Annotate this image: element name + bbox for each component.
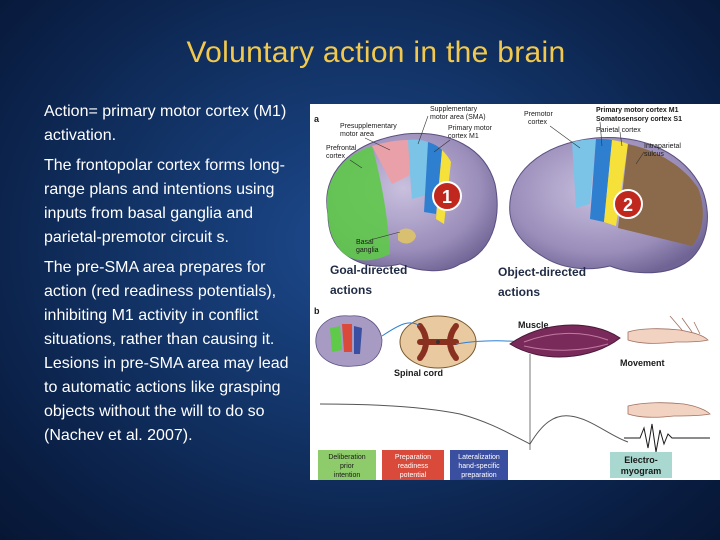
label-parietal: Parietal cortex xyxy=(596,127,641,134)
label-premotor: Premotor xyxy=(524,111,553,118)
spinal-cord xyxy=(399,315,477,369)
badge-2: 2 xyxy=(623,195,633,215)
label-goal-directed: Goal-directed xyxy=(330,263,407,277)
label-preparation: Preparation xyxy=(395,454,431,461)
label-movement: Movement xyxy=(620,358,665,368)
slide-body: Action= primary motor cortex (M1) activa… xyxy=(44,100,294,454)
label-preparation-2: readiness xyxy=(398,463,429,470)
label-deliberation-3: intention xyxy=(334,472,361,479)
label-m1: Primary motor xyxy=(448,125,493,132)
label-primary-motor-m1: Primary motor cortex M1 xyxy=(596,107,679,114)
label-lateralization-2: hand-specific xyxy=(458,463,500,470)
label-emg: Electro- xyxy=(624,455,658,465)
paragraph-action: Action= primary motor cortex (M1) activa… xyxy=(44,103,287,144)
muscle xyxy=(509,324,621,358)
label-preparation-3: potential xyxy=(400,472,427,479)
phase-boxes xyxy=(318,450,508,480)
label-intraparietal-2: sulcus xyxy=(644,151,664,158)
label-object-directed-2: actions xyxy=(498,285,540,299)
label-deliberation-2: prior xyxy=(340,463,355,470)
panel-a-label: a xyxy=(314,114,320,124)
emg-trace xyxy=(624,423,710,453)
label-lateralization-3: preparation xyxy=(461,472,497,479)
label-object-directed: Object-directed xyxy=(498,265,586,279)
brain-1: 1 xyxy=(326,132,498,272)
brain-2: 2 xyxy=(509,136,708,274)
label-basal: Basal xyxy=(356,239,374,246)
paragraph-frontopolar: The frontopolar cortex forms long-range … xyxy=(44,157,285,246)
hands xyxy=(627,315,711,418)
panel-b-label: b xyxy=(314,306,320,316)
readiness-curve xyxy=(319,403,629,445)
slide-title: Voluntary action in the brain xyxy=(186,36,566,69)
paragraph-presma: The pre-SMA area prepares for action (re… xyxy=(44,259,289,444)
label-emg-2: myogram xyxy=(621,466,662,476)
small-brain xyxy=(315,315,383,367)
label-basal-2: ganglia xyxy=(356,247,379,254)
label-sma-2: motor area (SMA) xyxy=(430,114,486,121)
emg-box xyxy=(610,452,672,478)
label-presma: Presupplementary xyxy=(340,123,397,130)
label-prefrontal-2: cortex xyxy=(326,153,346,160)
brain-figure: a b 1 2 Supplementary motor are xyxy=(310,104,720,480)
label-prefrontal: Prefrontal xyxy=(326,145,357,152)
label-spinal-cord: Spinal cord xyxy=(394,368,443,378)
badge-1: 1 xyxy=(442,187,452,207)
label-lateralization: Lateralization xyxy=(458,454,500,461)
brain-illustration: a b 1 2 Supplementary motor are xyxy=(314,106,711,480)
label-intraparietal: Intraparietal xyxy=(644,143,681,150)
label-premotor-2: cortex xyxy=(528,119,548,126)
label-m1-2: cortex M1 xyxy=(448,133,479,140)
label-sma: Supplementary xyxy=(430,106,478,113)
label-presma-2: motor area xyxy=(340,131,374,138)
label-muscle: Muscle xyxy=(518,320,549,330)
label-goal-directed-2: actions xyxy=(330,283,372,297)
label-deliberation: Deliberation xyxy=(328,454,365,461)
label-somatosensory: Somatosensory cortex S1 xyxy=(596,116,682,123)
